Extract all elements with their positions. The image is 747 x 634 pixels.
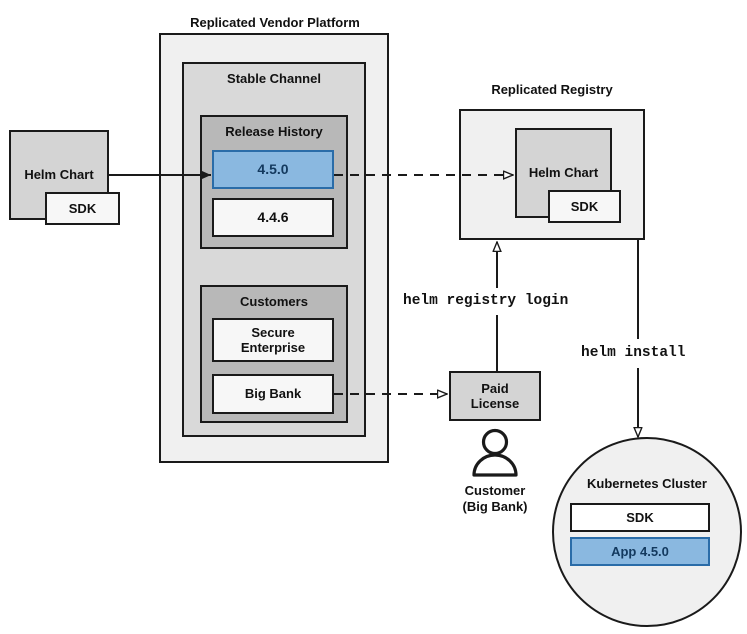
customers-label: Customers (240, 294, 308, 309)
secure-enterprise-line2: Enterprise (240, 340, 306, 355)
customer-body-icon (472, 453, 518, 477)
vendor-platform-title: Replicated Vendor Platform (190, 15, 360, 30)
customer-actor-line2: (Big Bank) (462, 498, 528, 514)
kubernetes-cluster-label: Kubernetes Cluster (587, 476, 707, 491)
registry-sdk-box[interactable]: SDK (548, 190, 621, 223)
cluster-app-label: App 4.5.0 (611, 543, 669, 559)
registry-title: Replicated Registry (491, 82, 613, 97)
source-helm-chart-label: Helm Chart (24, 167, 94, 183)
kubernetes-cluster-circle (552, 437, 742, 627)
big-bank-label: Big Bank (244, 386, 302, 402)
release-item-446[interactable]: 4.4.6 (212, 198, 334, 237)
customer-actor-line1: Customer (464, 483, 526, 498)
release-history-label: Release History (225, 124, 323, 139)
cluster-app-box[interactable]: App 4.5.0 (570, 537, 710, 566)
customer-actor-caption: Customer (Big Bank) (440, 483, 550, 514)
release-446-label: 4.4.6 (257, 209, 289, 226)
cluster-sdk-box[interactable]: SDK (570, 503, 710, 532)
secure-enterprise-line1: Secure (251, 324, 295, 340)
stable-channel-label: Stable Channel (227, 71, 321, 86)
helm-registry-login-label: helm registry login (400, 293, 572, 309)
registry-sdk-label: SDK (570, 198, 599, 214)
cluster-sdk-label: SDK (626, 509, 654, 525)
paid-license-box[interactable]: Paid License (449, 371, 541, 421)
paid-license-line2: License (470, 396, 520, 411)
release-item-450[interactable]: 4.5.0 (212, 150, 334, 189)
customer-head-icon (481, 428, 509, 456)
customer-secure-enterprise[interactable]: Secure Enterprise (212, 318, 334, 362)
paid-license-line1: Paid (481, 380, 509, 396)
source-sdk-box[interactable]: SDK (45, 192, 120, 225)
release-450-label: 4.5.0 (257, 161, 289, 178)
source-sdk-label: SDK (68, 200, 97, 216)
helm-install-label: helm install (578, 345, 689, 361)
customer-big-bank[interactable]: Big Bank (212, 374, 334, 414)
registry-helm-chart-label: Helm Chart (528, 165, 599, 181)
